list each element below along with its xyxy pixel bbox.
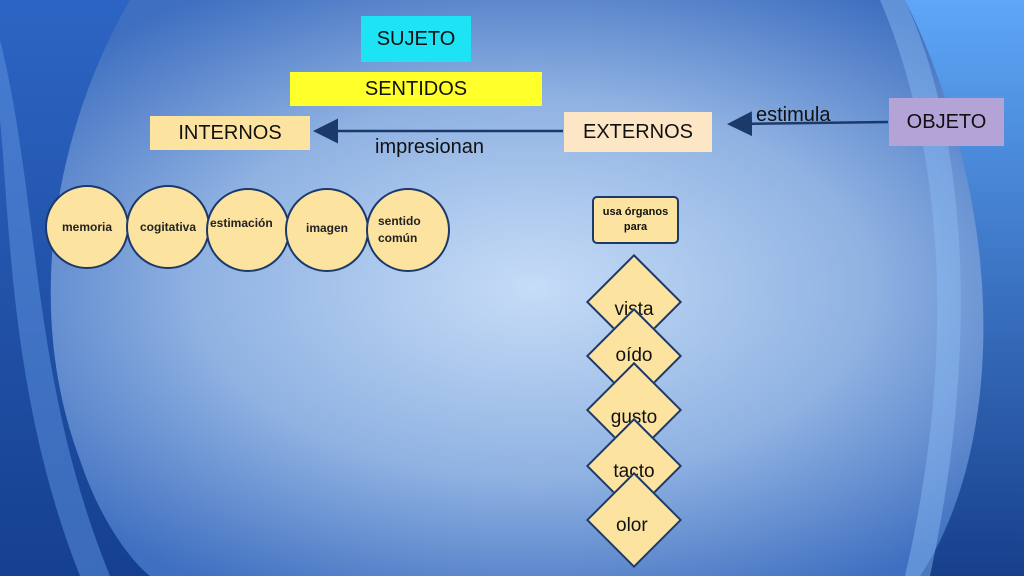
organos-box: usa órganos para [592, 196, 679, 244]
sujeto-box: SUJETO [361, 16, 471, 62]
internal-sense-estimacion: estimación [206, 188, 290, 272]
sentidos-label: SENTIDOS [364, 77, 468, 100]
impresionan-label: impresionan [375, 136, 484, 158]
estimula-label: estimula [756, 104, 831, 126]
arrow-object-to-external [727, 111, 889, 137]
sentidos-box: SENTIDOS [290, 72, 542, 106]
external-sense-oido: oído [585, 307, 683, 405]
externos-label: EXTERNOS [582, 120, 694, 143]
internos-box: INTERNOS [150, 116, 310, 150]
externos-box: EXTERNOS [564, 112, 712, 152]
internal-sense-cogitativa: cogitativa [126, 185, 210, 269]
internal-sense-memoria: memoria [45, 185, 129, 269]
external-sense-gusto: gusto [585, 361, 683, 459]
internal-sense-imagen: imagen [285, 188, 369, 272]
internal-sense-sentido-comun: sentido común [366, 188, 450, 272]
objeto-label: OBJETO [906, 110, 987, 133]
sujeto-label: SUJETO [376, 27, 456, 50]
external-sense-tacto: tacto [585, 417, 683, 515]
external-sense-olor: olor [585, 471, 683, 569]
objeto-box: OBJETO [889, 98, 1004, 146]
organos-label: usa órganos para [602, 205, 669, 233]
internos-label: INTERNOS [178, 121, 282, 144]
